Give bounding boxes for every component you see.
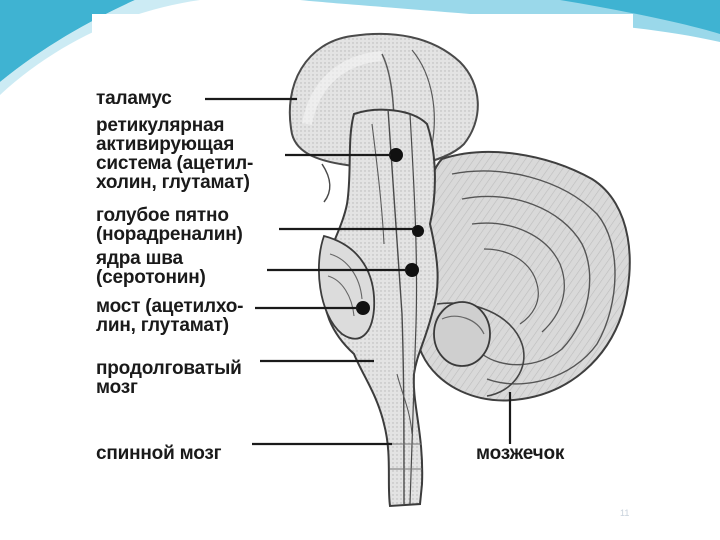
pons-dot: [356, 301, 370, 315]
cerebellum-shape: [411, 152, 630, 400]
label-locus-coeruleus: голубое пятно (норадреналин): [96, 206, 243, 244]
raphe-nuclei-dot: [405, 263, 419, 277]
reticular-system-dot: [389, 148, 403, 162]
slide-number: 11: [620, 508, 629, 518]
label-pons: мост (ацетилхо- лин, глутамат): [96, 297, 243, 335]
locus-coeruleus-dot: [412, 225, 424, 237]
label-spinal-cord: спинной мозг: [96, 444, 221, 463]
label-reticular-system: ретикулярная активирующая система (ацети…: [96, 116, 253, 192]
label-thalamus: таламус: [96, 89, 172, 108]
label-medulla: продолговатый мозг: [96, 359, 242, 397]
label-raphe-nuclei: ядра шва (серотонин): [96, 249, 206, 287]
label-cerebellum: мозжечок: [476, 444, 564, 463]
